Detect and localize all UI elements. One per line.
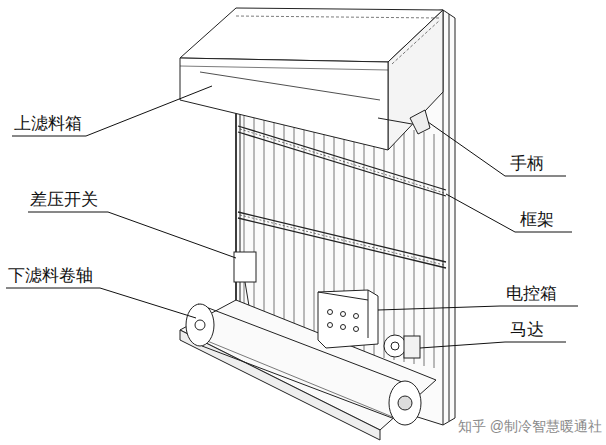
handle bbox=[410, 110, 430, 134]
upper-box-side bbox=[388, 10, 443, 150]
roll-end bbox=[186, 304, 214, 346]
motor-body bbox=[404, 336, 420, 358]
motor bbox=[384, 335, 406, 357]
part-label: 手柄 bbox=[510, 154, 544, 174]
roll-hub bbox=[398, 396, 412, 410]
control-box-edge bbox=[368, 290, 369, 338]
tray-line bbox=[200, 338, 400, 420]
upper-roll bbox=[200, 72, 380, 100]
leader-lines bbox=[6, 86, 578, 348]
part-label: 马达 bbox=[510, 320, 544, 340]
frame-edge bbox=[449, 14, 450, 421]
upper-box-lip bbox=[180, 66, 388, 70]
motor-shaft bbox=[391, 342, 399, 350]
control-buttons bbox=[328, 310, 359, 332]
bottom-tray bbox=[180, 300, 436, 430]
frame-bar-holes bbox=[240, 129, 444, 265]
part-label: 下滤料卷轴 bbox=[8, 266, 93, 286]
control-box-edge bbox=[318, 292, 368, 300]
frame-bar bbox=[238, 126, 446, 268]
roll-hub bbox=[195, 320, 205, 330]
part-label: 电控箱 bbox=[506, 284, 557, 304]
part-label: 框架 bbox=[520, 210, 554, 230]
control-box bbox=[318, 290, 378, 348]
part-label: 上滤料箱 bbox=[14, 114, 82, 134]
upper-box-front bbox=[180, 58, 388, 150]
part-label: 差压开关 bbox=[30, 190, 98, 210]
upper-box-holes bbox=[236, 16, 440, 18]
lower-roll bbox=[202, 346, 408, 424]
watermark: 知乎 @制冷智慧暖通社 bbox=[458, 418, 602, 434]
upper-box-holes bbox=[392, 20, 440, 64]
handle-rod bbox=[378, 118, 412, 124]
roll-end bbox=[389, 381, 421, 425]
pressure-switch bbox=[234, 252, 256, 282]
